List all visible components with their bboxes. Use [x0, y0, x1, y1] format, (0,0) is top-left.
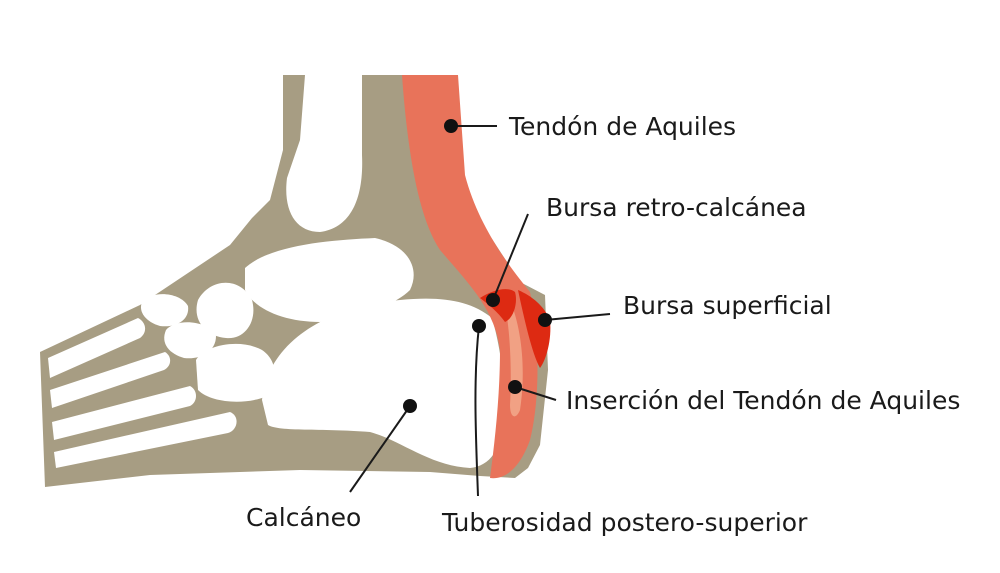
- label-calcaneus: Calcáneo: [246, 503, 361, 532]
- talus-bone: [245, 238, 414, 322]
- metatarsal-bone-4: [54, 412, 237, 468]
- cuneiform-bone-1: [140, 294, 189, 327]
- leader-calcaneus: [349, 405, 411, 493]
- tibia-bone: [286, 75, 363, 232]
- metatarsal-bone-3: [52, 386, 196, 440]
- label-achilles-tendon: Tendón de Aquiles: [508, 112, 736, 141]
- label-achilles-insertion: Inserción del Tendón de Aquiles: [566, 386, 960, 415]
- leader-retrocalcaneal-bursa: [492, 213, 529, 301]
- label-retrocalcaneal-bursa: Bursa retro-calcánea: [546, 193, 807, 222]
- marker-superficial-bursa: [538, 313, 552, 327]
- marker-retrocalcaneal-bursa: [486, 293, 500, 307]
- superficial-bursa-shape: [518, 290, 551, 368]
- navicular-bone: [196, 282, 254, 339]
- metatarsal-bone-1: [48, 318, 146, 378]
- leader-superficial-bursa: [544, 313, 611, 321]
- cuboid-bone: [196, 343, 275, 402]
- calcaneus-bone: [262, 298, 505, 468]
- cuneiform-bone-2: [164, 322, 216, 359]
- metatarsal-bone-2: [50, 352, 171, 408]
- leader-posterosuperior-tuberosity: [474, 325, 480, 497]
- marker-posterosuperior-tuberosity: [472, 319, 486, 333]
- achilles-tendon-shape: [402, 75, 538, 479]
- marker-calcaneus: [403, 399, 417, 413]
- leader-achilles-insertion: [514, 386, 557, 401]
- label-posterosuperior-tuberosity: Tuberosidad postero-superior: [441, 508, 808, 537]
- marker-achilles-insertion: [508, 380, 522, 394]
- marker-achilles-tendon: [444, 119, 458, 133]
- label-superficial-bursa: Bursa superficial: [623, 291, 832, 320]
